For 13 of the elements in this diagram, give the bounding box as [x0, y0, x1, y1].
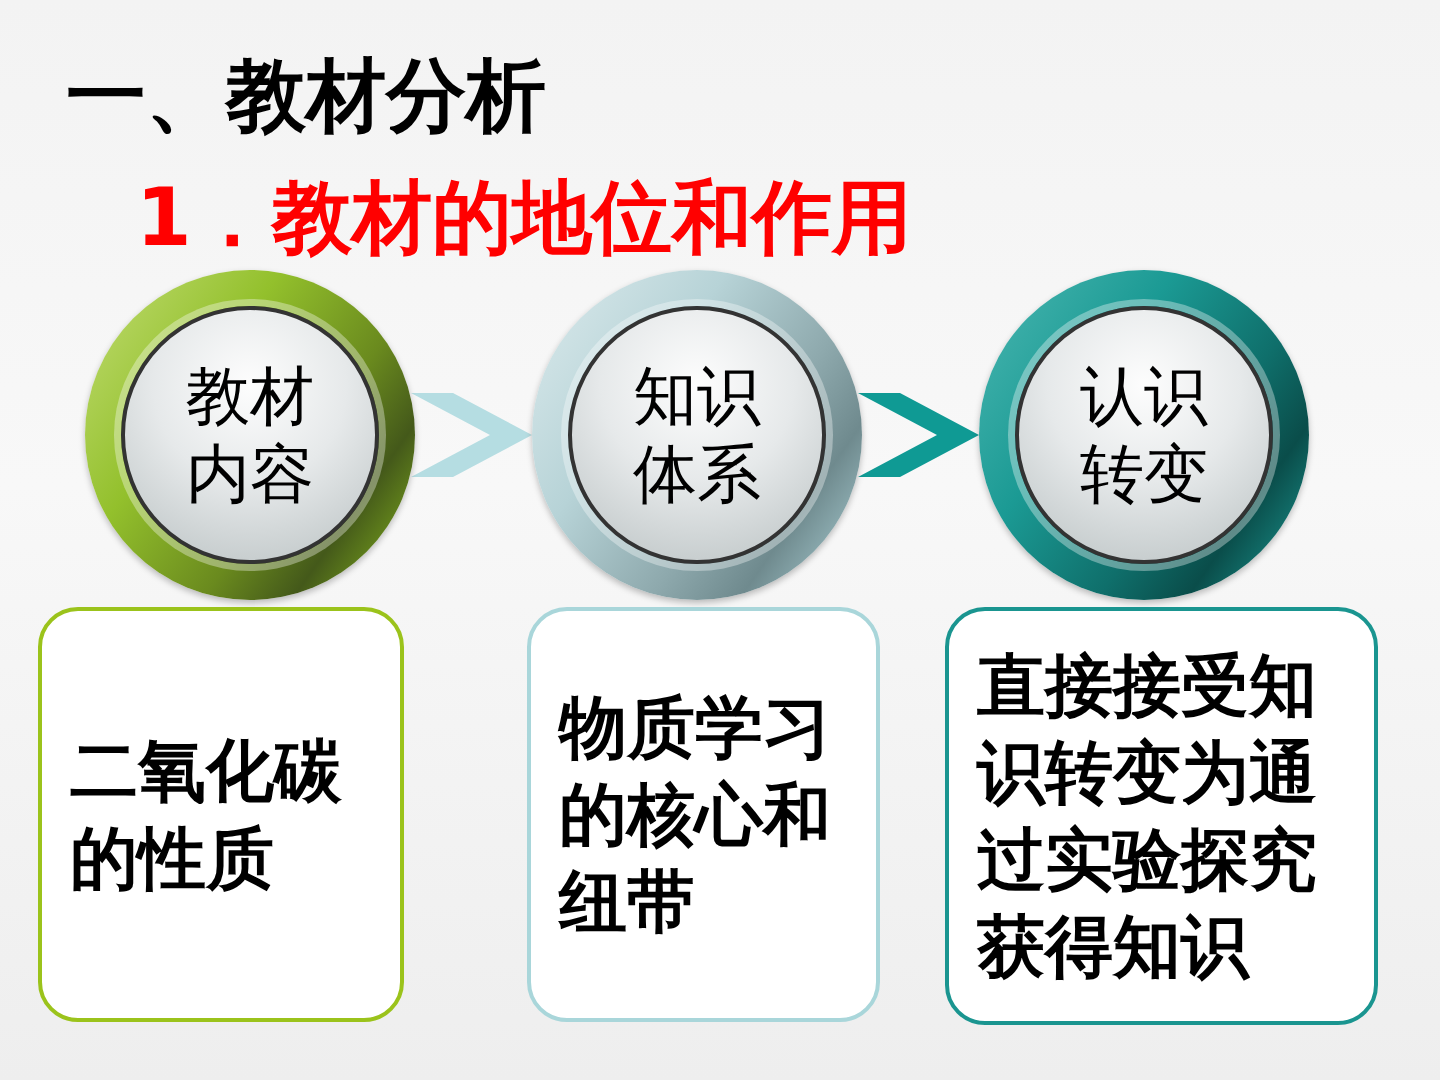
content-card	[527, 607, 880, 1022]
chevron-arrow	[411, 393, 532, 477]
node-label: 知识体系	[632, 357, 762, 513]
node-label: 认识转变	[1079, 357, 1209, 513]
node-label: 教材内容	[185, 357, 315, 513]
card-text: 二氧化碳的性质	[70, 730, 343, 900]
card-text: 物质学习的核心和纽带	[559, 686, 832, 943]
content-card	[38, 607, 404, 1022]
card-text: 直接接受知识转变为通过实验探究获得知识	[977, 644, 1318, 989]
chevron-arrow	[858, 393, 979, 477]
content-card	[945, 607, 1378, 1025]
section-heading: 1．教材的地位和作用	[136, 172, 912, 264]
slide-title: 一、教材分析	[66, 50, 546, 142]
